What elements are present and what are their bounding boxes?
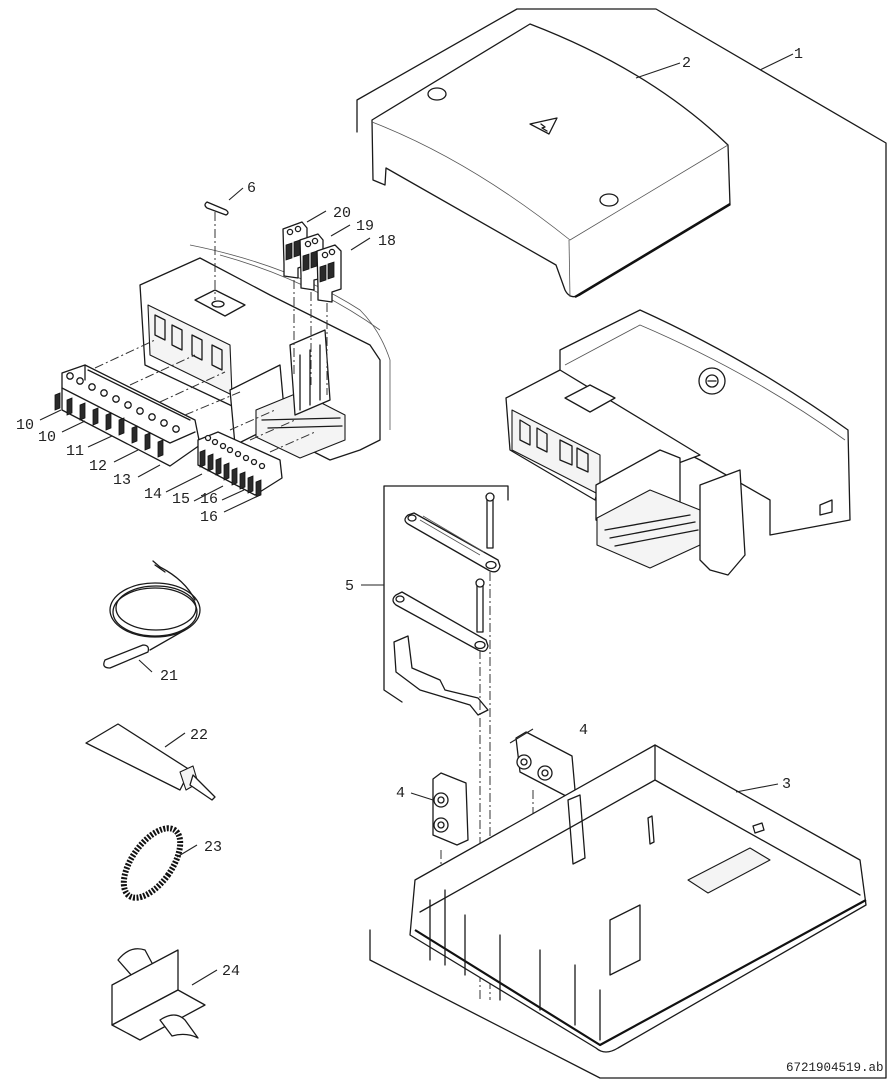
callout-label-16a: 16 bbox=[200, 491, 218, 508]
top-cover bbox=[371, 23, 731, 298]
callout-label-21: 21 bbox=[160, 668, 178, 685]
callout-label-19: 19 bbox=[356, 218, 374, 235]
callout-label-11: 11 bbox=[66, 443, 84, 460]
assembly-bracket-1 bbox=[356, 8, 887, 1079]
base-housing bbox=[409, 744, 867, 1053]
callout-label-18: 18 bbox=[378, 233, 396, 250]
callout-label-4b: 4 bbox=[396, 785, 405, 802]
document-id: 6721904519.ab bbox=[786, 1061, 884, 1075]
control-module bbox=[505, 309, 851, 576]
callout-label-13: 13 bbox=[113, 472, 131, 489]
callout-label-15: 15 bbox=[172, 491, 190, 508]
callout-label-14: 14 bbox=[144, 486, 162, 503]
callout-label-20: 20 bbox=[333, 205, 351, 222]
strain-relief-bracket-5 bbox=[383, 485, 509, 703]
heat-conducting-paste bbox=[85, 723, 216, 801]
callout-label-3: 3 bbox=[782, 776, 791, 793]
cover-screw-hole bbox=[427, 87, 447, 101]
callout-label-22: 22 bbox=[190, 727, 208, 744]
insulation-strip bbox=[111, 948, 206, 1041]
terminal-strip-10-13 bbox=[54, 364, 201, 467]
callout-label-4a: 4 bbox=[579, 722, 588, 739]
fuse bbox=[204, 201, 229, 216]
cable-grommet-lower bbox=[432, 772, 469, 846]
callout-label-1: 1 bbox=[794, 46, 803, 63]
callout-label-16b: 16 bbox=[200, 509, 218, 526]
callout-label-23: 23 bbox=[204, 839, 222, 856]
cable-grommet-upper bbox=[515, 731, 576, 797]
temperature-sensor bbox=[103, 560, 201, 669]
callout-label-2: 2 bbox=[682, 55, 691, 72]
spring-clip bbox=[120, 825, 184, 901]
callout-label-6: 6 bbox=[247, 180, 256, 197]
terminal-strip-14-16 bbox=[197, 431, 283, 498]
terminal-plugs-18-20 bbox=[282, 221, 342, 303]
callout-label-10a: 10 bbox=[16, 417, 34, 434]
callout-leaders bbox=[39, 53, 794, 986]
callout-label-12: 12 bbox=[89, 458, 107, 475]
callout-label-10b: 10 bbox=[38, 429, 56, 446]
callout-label-5: 5 bbox=[345, 578, 354, 595]
strain-relief-kit bbox=[392, 492, 501, 716]
chassis-detail-view bbox=[139, 244, 391, 461]
callout-label-24: 24 bbox=[222, 963, 240, 980]
cover-screw-hole bbox=[599, 193, 619, 207]
